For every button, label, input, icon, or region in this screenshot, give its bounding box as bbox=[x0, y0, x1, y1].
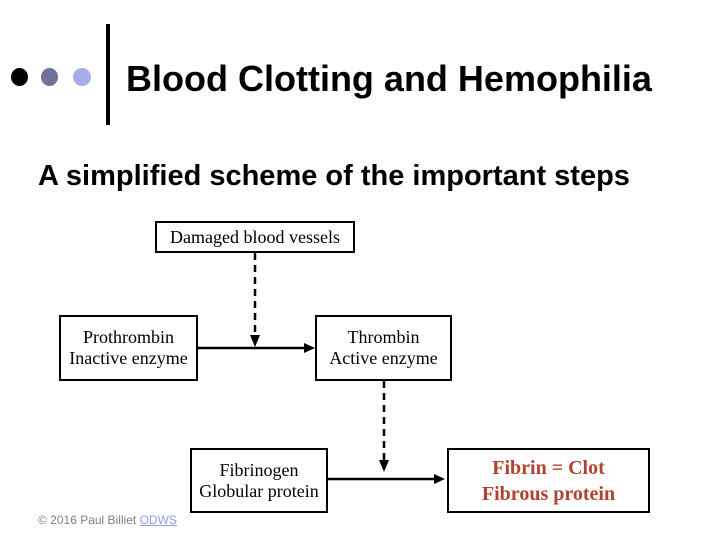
connector-thrombin-to-reaction-arrow bbox=[379, 381, 389, 472]
node-sublabel: Inactive enzyme bbox=[69, 348, 188, 368]
page-title: Blood Clotting and Hemophilia bbox=[126, 58, 652, 99]
node-label: Damaged blood vessels bbox=[170, 226, 340, 247]
node-prothrombin: Prothrombin Inactive enzyme bbox=[59, 315, 198, 381]
node-sublabel: Fibrous protein bbox=[481, 482, 616, 505]
node-fibrin-clot: Fibrin = Clot Fibrous protein bbox=[447, 448, 650, 513]
bullet-dot-icon bbox=[11, 68, 28, 86]
odws-link[interactable]: ODWS bbox=[139, 513, 177, 527]
node-fibrinogen: Fibrinogen Globular protein bbox=[190, 448, 328, 513]
node-damaged-blood-vessels: Damaged blood vessels bbox=[155, 221, 355, 253]
bullet-dot-icon bbox=[73, 68, 91, 86]
node-sublabel: Active enzyme bbox=[329, 348, 438, 368]
slide-subtitle: A simplified scheme of the important ste… bbox=[38, 160, 630, 192]
node-label: Fibrinogen bbox=[219, 459, 299, 480]
node-label: Thrombin bbox=[347, 327, 420, 347]
node-thrombin: Thrombin Active enzyme bbox=[315, 315, 452, 381]
connector-damaged-to-reaction-arrow bbox=[250, 253, 260, 347]
node-label: Prothrombin bbox=[82, 327, 174, 347]
connector-fibrinogen-to-fibrin-arrow bbox=[328, 474, 445, 484]
title-divider-line bbox=[106, 24, 110, 125]
copyright-text: © 2016 Paul Billiet bbox=[38, 513, 137, 527]
connector-prothrombin-to-thrombin-arrow bbox=[198, 343, 315, 353]
footer-copyright: © 2016 Paul Billiet ODWS bbox=[38, 513, 177, 527]
bullet-dot-icon bbox=[41, 68, 58, 86]
node-label: Fibrin = Clot bbox=[492, 456, 605, 479]
node-sublabel: Globular protein bbox=[199, 480, 319, 501]
